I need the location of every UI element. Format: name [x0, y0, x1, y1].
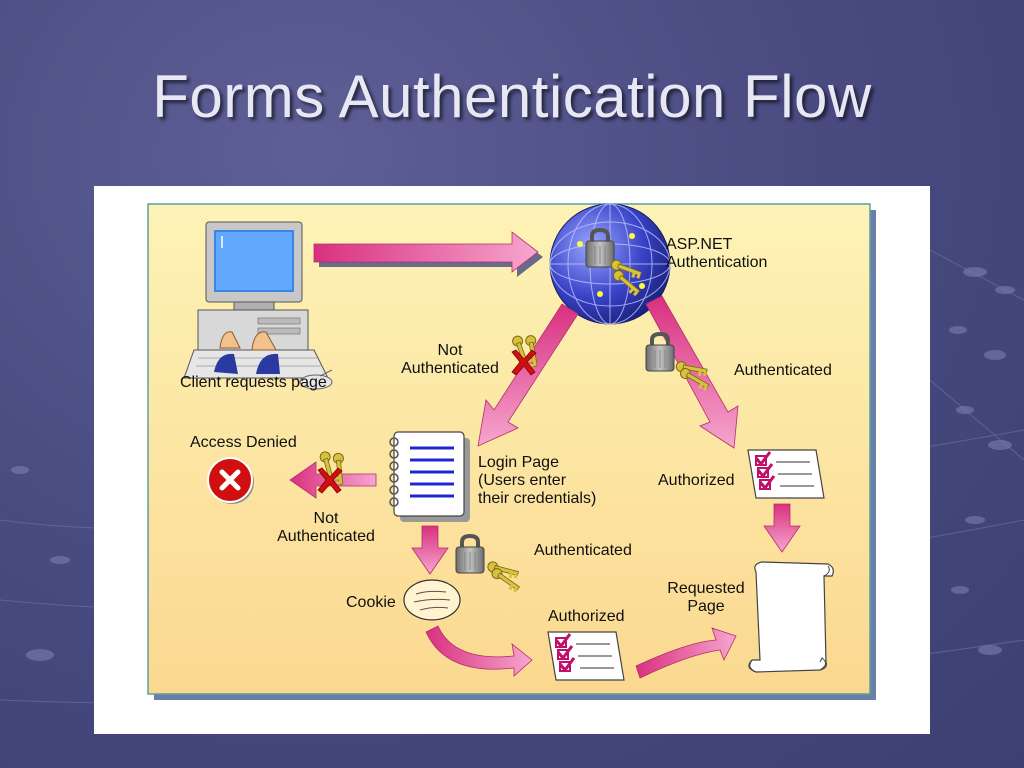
- access-denied-label: Access Denied: [190, 434, 297, 451]
- authorized-right-label: Authorized: [658, 472, 735, 489]
- login-page-label: Login Page (Users enter their credential…: [478, 454, 597, 507]
- authenticated-right-label: Authenticated: [734, 362, 832, 379]
- checklist-icon: [546, 630, 626, 682]
- red-x-icon: [207, 457, 254, 504]
- flow-diagram: [147, 203, 876, 700]
- arrow-not-authenticated-top: [477, 303, 579, 447]
- cookie-label: Cookie: [346, 594, 396, 611]
- globe-icon: [549, 203, 671, 325]
- client-label: Client requests page: [180, 374, 327, 391]
- authenticated-middle-label: Authenticated: [534, 542, 632, 559]
- asp-net-label: ASP.NET Authentication: [666, 236, 768, 271]
- arrow-authorized-to-page: [635, 627, 737, 679]
- diagram-frame: Client requests page ASP.NET Authenticat…: [94, 186, 930, 734]
- scroll-icon: [748, 561, 834, 673]
- slide-title: Forms Authentication Flow: [152, 63, 872, 130]
- arrow-authenticated-top: [645, 295, 739, 449]
- arrow-to-cookie: [411, 525, 449, 575]
- computer-icon: [183, 221, 333, 390]
- requested-page-label: Requested Page: [667, 580, 745, 615]
- cookie-icon: [403, 579, 461, 621]
- checklist-icon: [746, 448, 826, 500]
- arrow-request: [313, 231, 543, 277]
- arrow-cookie-to-authorized: [425, 625, 533, 677]
- not-authenticated-left-label: Not Authenticated: [277, 510, 375, 545]
- not-authenticated-top-label: Not Authenticated: [401, 342, 499, 377]
- authorized-bottom-label: Authorized: [548, 608, 625, 625]
- arrow-to-requested-page: [763, 503, 801, 553]
- notepad-icon: [389, 431, 470, 522]
